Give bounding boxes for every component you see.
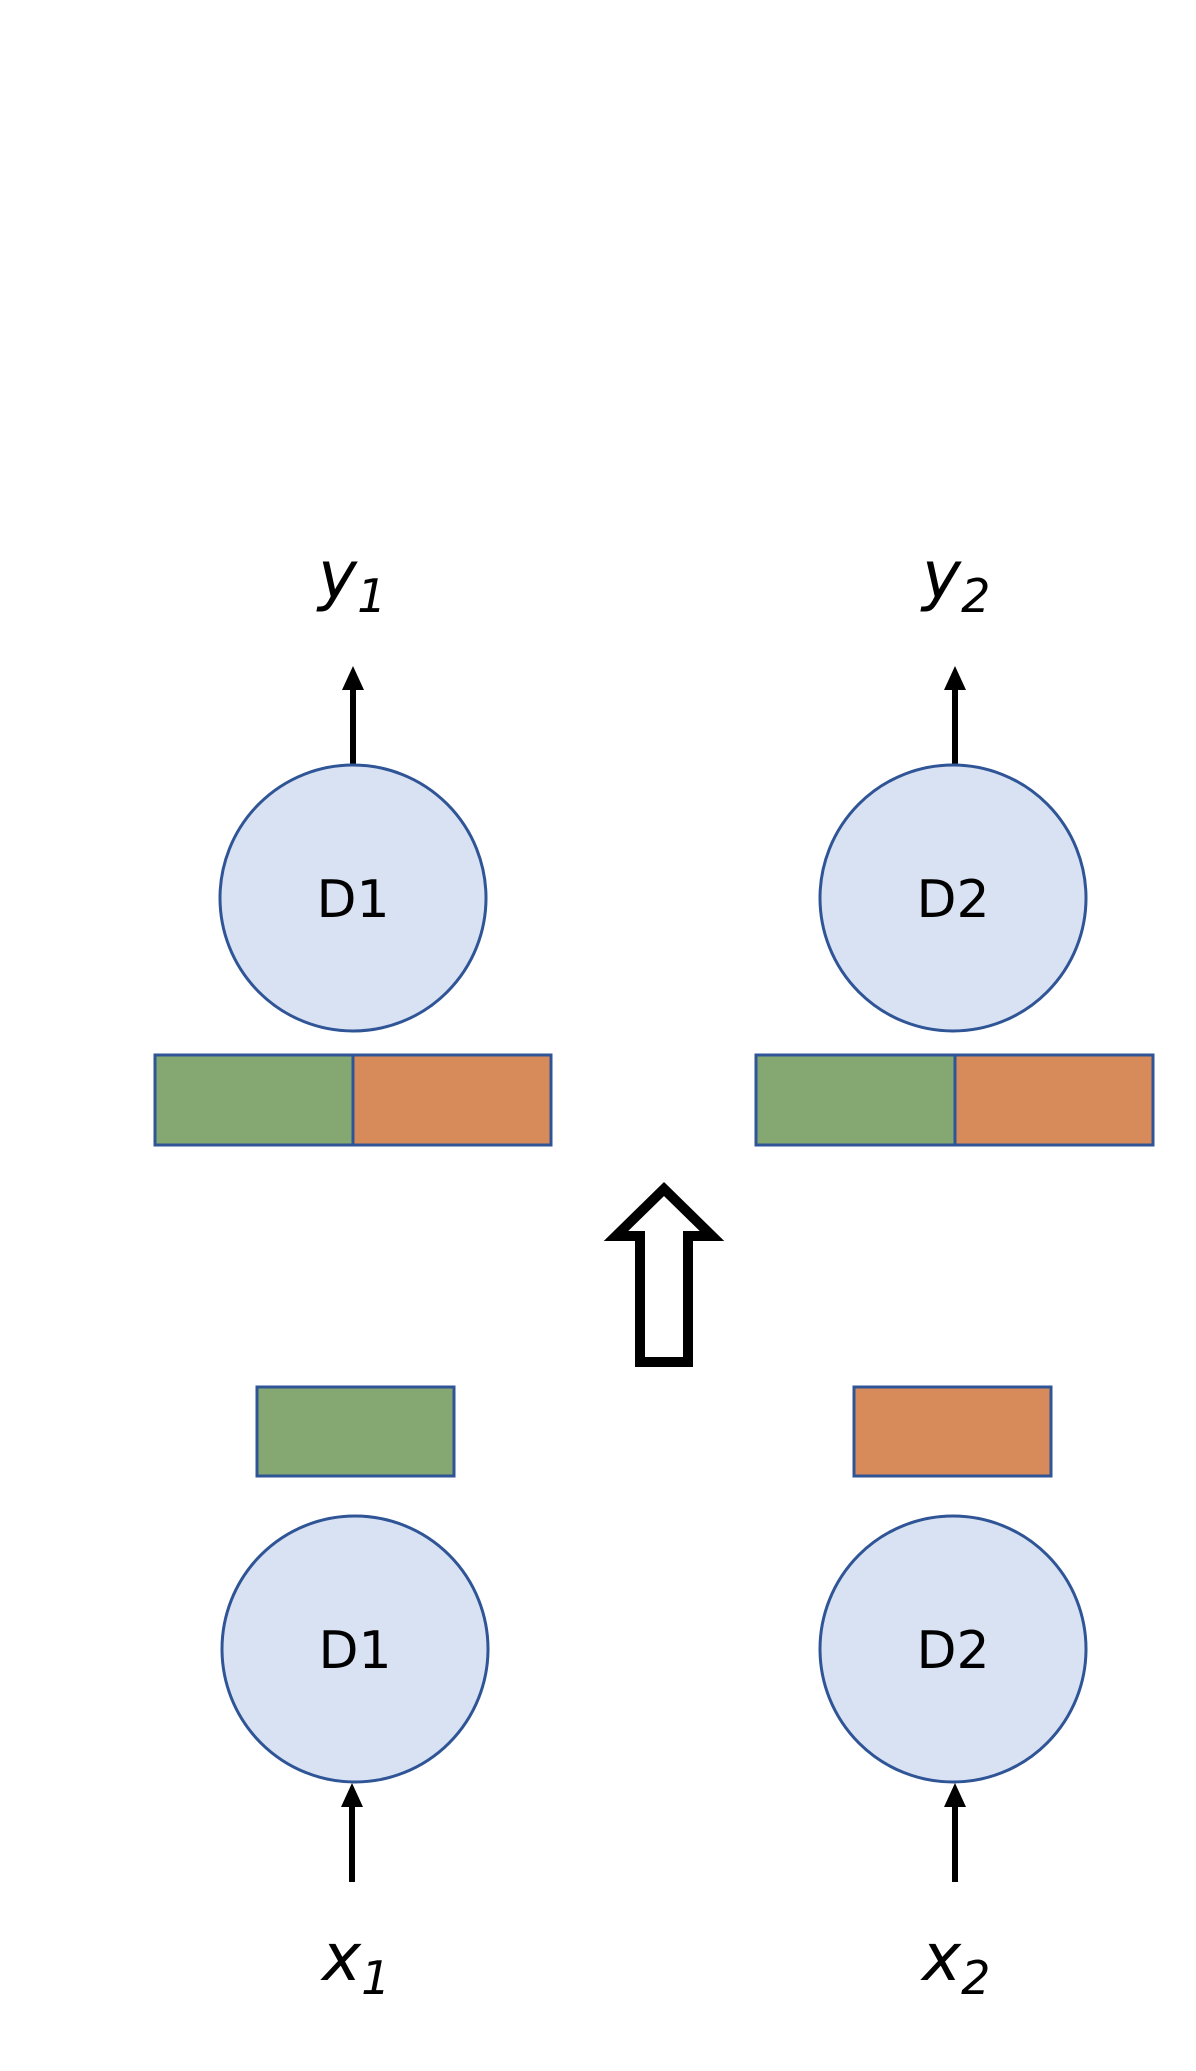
output-y2-base: y [920, 537, 962, 614]
input-x1-base: x [320, 1919, 362, 1996]
input-label-x2: x2 [920, 1919, 990, 2005]
top-node-d1-label: D1 [316, 870, 389, 930]
output-arrow-2 [944, 666, 966, 766]
feature-block-1-green [255, 1385, 456, 1478]
concat-block-2 [754, 1053, 1155, 1147]
top-node-d2-label: D2 [916, 870, 989, 930]
output-label-y2: y2 [920, 537, 990, 623]
input-x1-sub: 1 [361, 1951, 390, 2005]
output-label-y1: y1 [316, 537, 386, 623]
concat-block-1-orange [351, 1053, 553, 1147]
input-arrow-2 [944, 1783, 966, 1882]
output-y2-sub: 2 [961, 569, 990, 623]
bottom-node-d2-label: D2 [916, 1621, 989, 1681]
top-node-d2: D2 [818, 763, 1088, 1033]
bottom-node-d1-label: D1 [318, 1621, 391, 1681]
concat-block-2-green [754, 1053, 957, 1147]
input-label-x1: x1 [320, 1919, 390, 2005]
output-y1-base: y [316, 537, 358, 614]
input-arrow-1 [341, 1783, 363, 1882]
top-node-d1: D1 [218, 763, 488, 1033]
concat-block-2-orange [953, 1053, 1155, 1147]
hollow-up-arrow-icon [603, 1182, 725, 1367]
concat-block-1 [153, 1053, 553, 1147]
output-y1-sub: 1 [357, 569, 386, 623]
bottom-node-d2: D2 [818, 1514, 1088, 1784]
output-arrow-1 [342, 666, 364, 766]
feature-block-2-orange [852, 1385, 1053, 1478]
input-x2-sub: 2 [961, 1951, 990, 2005]
bottom-node-d1: D1 [220, 1514, 490, 1784]
input-x2-base: x [920, 1919, 962, 1996]
concat-block-1-green [153, 1053, 355, 1147]
